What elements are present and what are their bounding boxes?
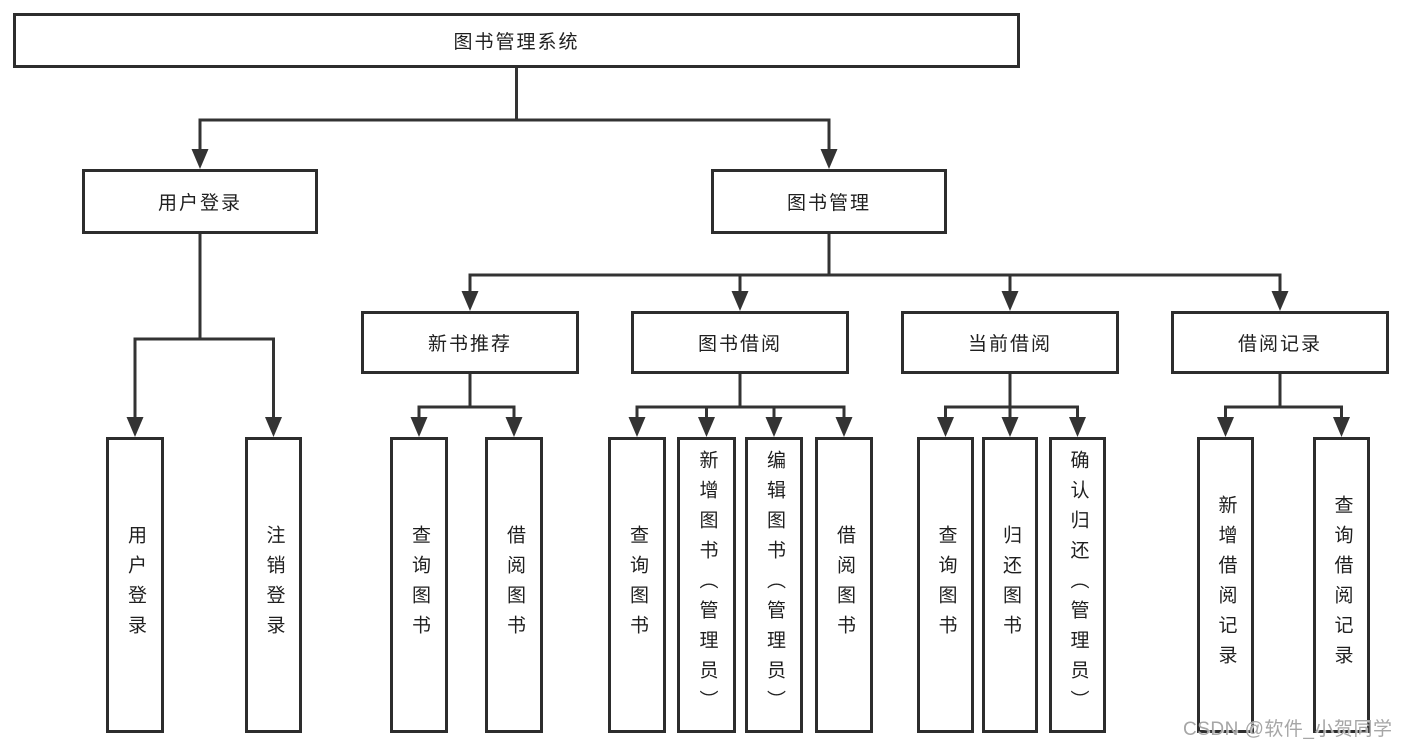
node-user-login: 用户登录 <box>82 169 318 234</box>
node-new-book-recommendation: 新书推荐 <box>361 311 579 374</box>
arrow-down-icon <box>698 417 715 437</box>
arrow-down-icon <box>1069 417 1086 437</box>
leaf-label: 查询借阅记录 <box>1331 495 1353 675</box>
arrow-down-icon <box>1271 291 1289 311</box>
node-label: 当前借阅 <box>967 334 1052 355</box>
node-book-management: 图书管理 <box>711 169 947 234</box>
arrow-down-icon <box>1217 417 1234 437</box>
arrow-down-icon <box>937 417 954 437</box>
leaf-return-book: 归还图书 <box>982 437 1038 733</box>
leaf-label: 借阅图书 <box>833 525 855 645</box>
arrow-down-icon <box>731 291 749 311</box>
leaf-query-books-recommend: 查询图书 <box>390 437 448 733</box>
leaf-borrow-books-recommend: 借阅图书 <box>485 437 543 733</box>
arrow-down-icon <box>1001 417 1019 437</box>
node-current-borrowing: 当前借阅 <box>901 311 1119 374</box>
leaf-user-login: 用户登录 <box>106 437 164 733</box>
leaf-borrow-books: 借阅图书 <box>815 437 873 733</box>
connector-path <box>133 68 1343 419</box>
node-label: 图书管理 <box>786 193 871 214</box>
leaf-label: 新增图书（管理员） <box>696 450 718 720</box>
arrow-down-icon <box>765 417 783 437</box>
leaf-confirm-return-admin: 确认归还（管理员） <box>1049 437 1106 733</box>
leaf-label: 借阅图书 <box>503 525 525 645</box>
arrow-down-icon <box>820 149 838 169</box>
leaf-label: 新增借阅记录 <box>1215 495 1237 675</box>
arrow-down-icon <box>126 417 144 437</box>
arrow-down-icon <box>505 417 523 437</box>
arrow-down-icon <box>265 417 282 437</box>
arrow-down-icon <box>410 417 428 437</box>
node-label: 用户登录 <box>157 193 242 214</box>
leaf-logout: 注销登录 <box>245 437 302 733</box>
leaf-label: 确认归还（管理员） <box>1067 450 1089 720</box>
arrow-down-icon <box>835 417 853 437</box>
leaf-edit-book-admin: 编辑图书（管理员） <box>745 437 803 733</box>
leaf-label: 查询图书 <box>935 525 957 645</box>
arrow-down-icon <box>1333 417 1350 437</box>
arrow-down-icon <box>461 291 479 311</box>
leaf-label: 归还图书 <box>999 525 1021 645</box>
arrow-down-icon <box>628 417 646 437</box>
arrow-down-icon <box>191 149 209 169</box>
node-label: 新书推荐 <box>427 334 512 355</box>
leaf-label: 编辑图书（管理员） <box>763 450 785 720</box>
leaf-query-books-borrowing: 查询图书 <box>608 437 666 733</box>
node-label: 图书管理系统 <box>453 32 580 53</box>
leaf-label: 注销登录 <box>263 525 285 645</box>
leaf-add-borrow-record: 新增借阅记录 <box>1197 437 1254 733</box>
leaf-add-book-admin: 新增图书（管理员） <box>677 437 736 733</box>
node-root-library-system: 图书管理系统 <box>13 13 1020 68</box>
leaf-label: 查询图书 <box>408 525 430 645</box>
leaf-query-books-current: 查询图书 <box>917 437 974 733</box>
leaf-label: 查询图书 <box>626 525 648 645</box>
node-book-borrowing: 图书借阅 <box>631 311 849 374</box>
watermark-text: CSDN @软件_小贺同学 <box>1183 719 1393 740</box>
arrow-down-icon <box>1001 291 1019 311</box>
leaf-query-borrow-record: 查询借阅记录 <box>1313 437 1370 733</box>
node-label: 借阅记录 <box>1237 334 1322 355</box>
node-label: 图书借阅 <box>697 334 782 355</box>
leaf-label: 用户登录 <box>124 525 146 645</box>
node-borrowing-records: 借阅记录 <box>1171 311 1389 374</box>
